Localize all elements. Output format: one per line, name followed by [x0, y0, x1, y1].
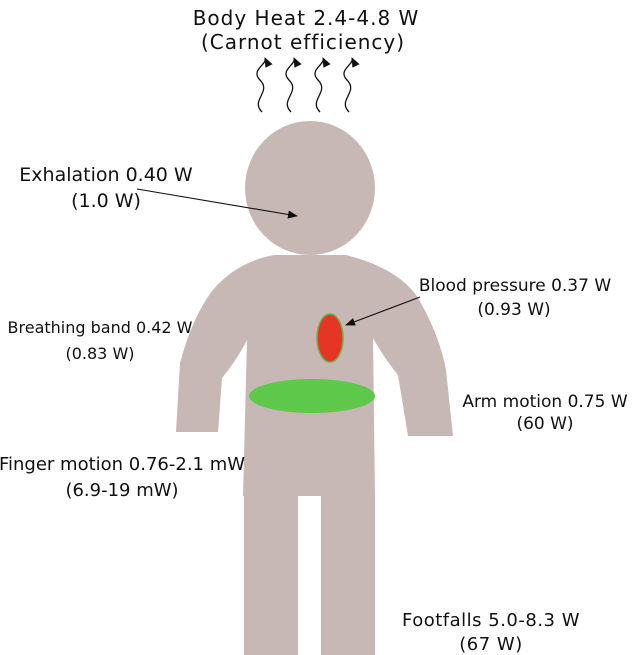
head [245, 121, 375, 255]
svg-text:Finger motion 0.76-2.1 mW: Finger motion 0.76-2.1 mW [0, 454, 245, 475]
heat-wave-icon [257, 58, 265, 112]
svg-text:Footfalls 5.0-8.3 W: Footfalls 5.0-8.3 W [402, 610, 580, 631]
heart-marker [317, 314, 343, 362]
svg-text:(0.93 W): (0.93 W) [477, 300, 550, 320]
svg-text:Breathing band 0.42 W: Breathing band 0.42 W [8, 318, 193, 337]
right-leg [321, 494, 375, 655]
blood-pressure-label: Blood pressure 0.37 W (0.93 W) [419, 276, 611, 320]
body-heat-label: Body Heat 2.4-4.8 W (Carnot efficiency) [193, 6, 420, 54]
exhalation-label: Exhalation 0.40 W (1.0 W) [19, 164, 193, 212]
svg-text:(60 W): (60 W) [516, 414, 573, 434]
svg-text:Arm motion 0.75 W: Arm motion 0.75 W [462, 392, 627, 412]
heat-waves [257, 58, 352, 112]
footfalls-label: Footfalls 5.0-8.3 W (67 W) [402, 610, 580, 655]
arm-motion-label: Arm motion 0.75 W (60 W) [462, 392, 627, 434]
svg-text:(0.83 W): (0.83 W) [65, 344, 134, 363]
svg-text:(1.0 W): (1.0 W) [71, 190, 141, 212]
breathing-band-marker [249, 379, 375, 413]
heat-wave-icon [344, 58, 352, 112]
left-leg [244, 494, 298, 655]
heat-wave-icon [286, 58, 294, 112]
svg-text:Blood pressure 0.37 W: Blood pressure 0.37 W [419, 276, 611, 296]
svg-text:(Carnot efficiency): (Carnot efficiency) [201, 30, 405, 54]
finger-motion-label: Finger motion 0.76-2.1 mW (6.9-19 mW) [0, 454, 245, 501]
svg-text:Exhalation 0.40 W: Exhalation 0.40 W [19, 164, 193, 186]
svg-text:(67 W): (67 W) [459, 634, 522, 655]
breathing-band-label: Breathing band 0.42 W (0.83 W) [8, 318, 193, 363]
svg-text:(6.9-19 mW): (6.9-19 mW) [65, 480, 178, 501]
svg-text:Body Heat 2.4-4.8 W: Body Heat 2.4-4.8 W [193, 6, 420, 30]
heat-wave-icon [315, 58, 323, 112]
